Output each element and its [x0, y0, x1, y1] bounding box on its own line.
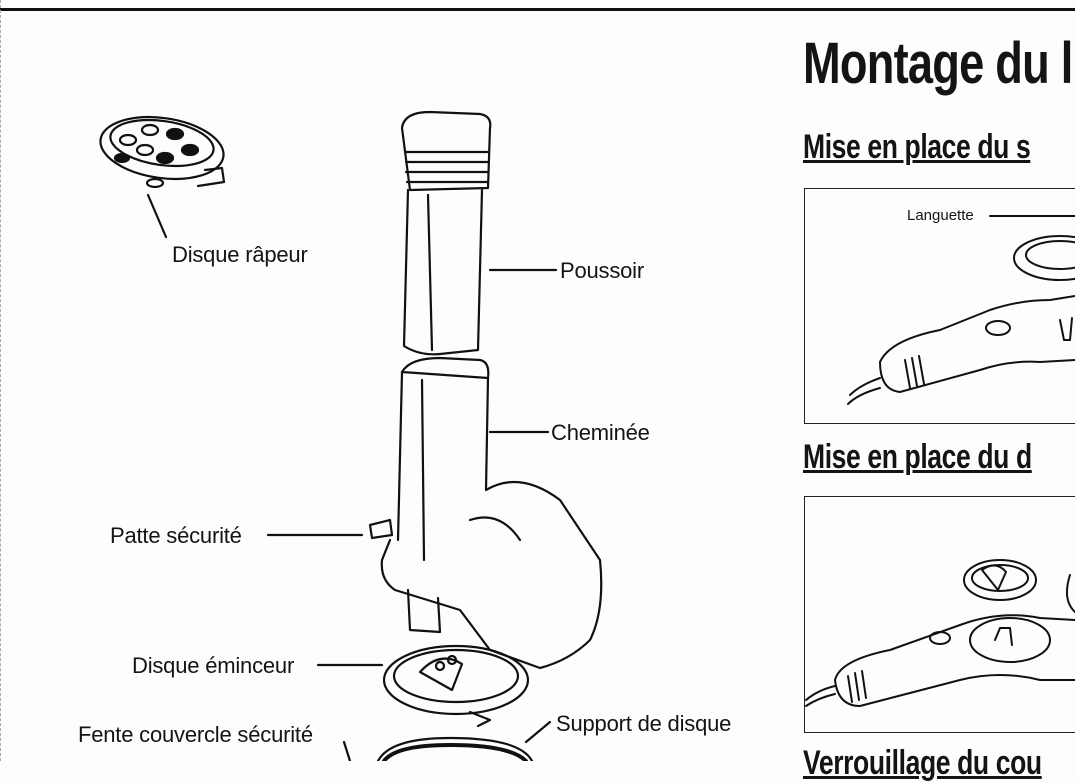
label-disque-rapeur: Disque râpeur: [172, 242, 308, 268]
section-heading-2: Mise en place du d: [803, 438, 1032, 477]
label-support-disque: Support de disque: [556, 711, 731, 737]
grating-disc-illustration: [96, 110, 227, 237]
figure-panel-2: [804, 496, 1075, 733]
pusher-illustration: [402, 112, 556, 354]
label-disque-eminceur: Disque éminceur: [132, 653, 294, 679]
leader-fente: [344, 742, 350, 761]
label-patte-securite: Patte sécurité: [110, 523, 242, 549]
section-heading-3: Verrouillage du cou: [803, 744, 1042, 783]
label-cheminee: Cheminée: [551, 420, 650, 446]
section-heading-1: Mise en place du s: [803, 128, 1030, 167]
page-title: Montage du l: [803, 30, 1073, 97]
slicing-disc-illustration: [384, 646, 528, 726]
label-fente-couvercle: Fente couvercle sécurité: [78, 722, 313, 748]
label-languette: Languette: [907, 207, 974, 224]
label-poussoir: Poussoir: [560, 258, 644, 284]
leader-support: [526, 722, 550, 742]
chimney-cover-illustration: [370, 358, 601, 668]
